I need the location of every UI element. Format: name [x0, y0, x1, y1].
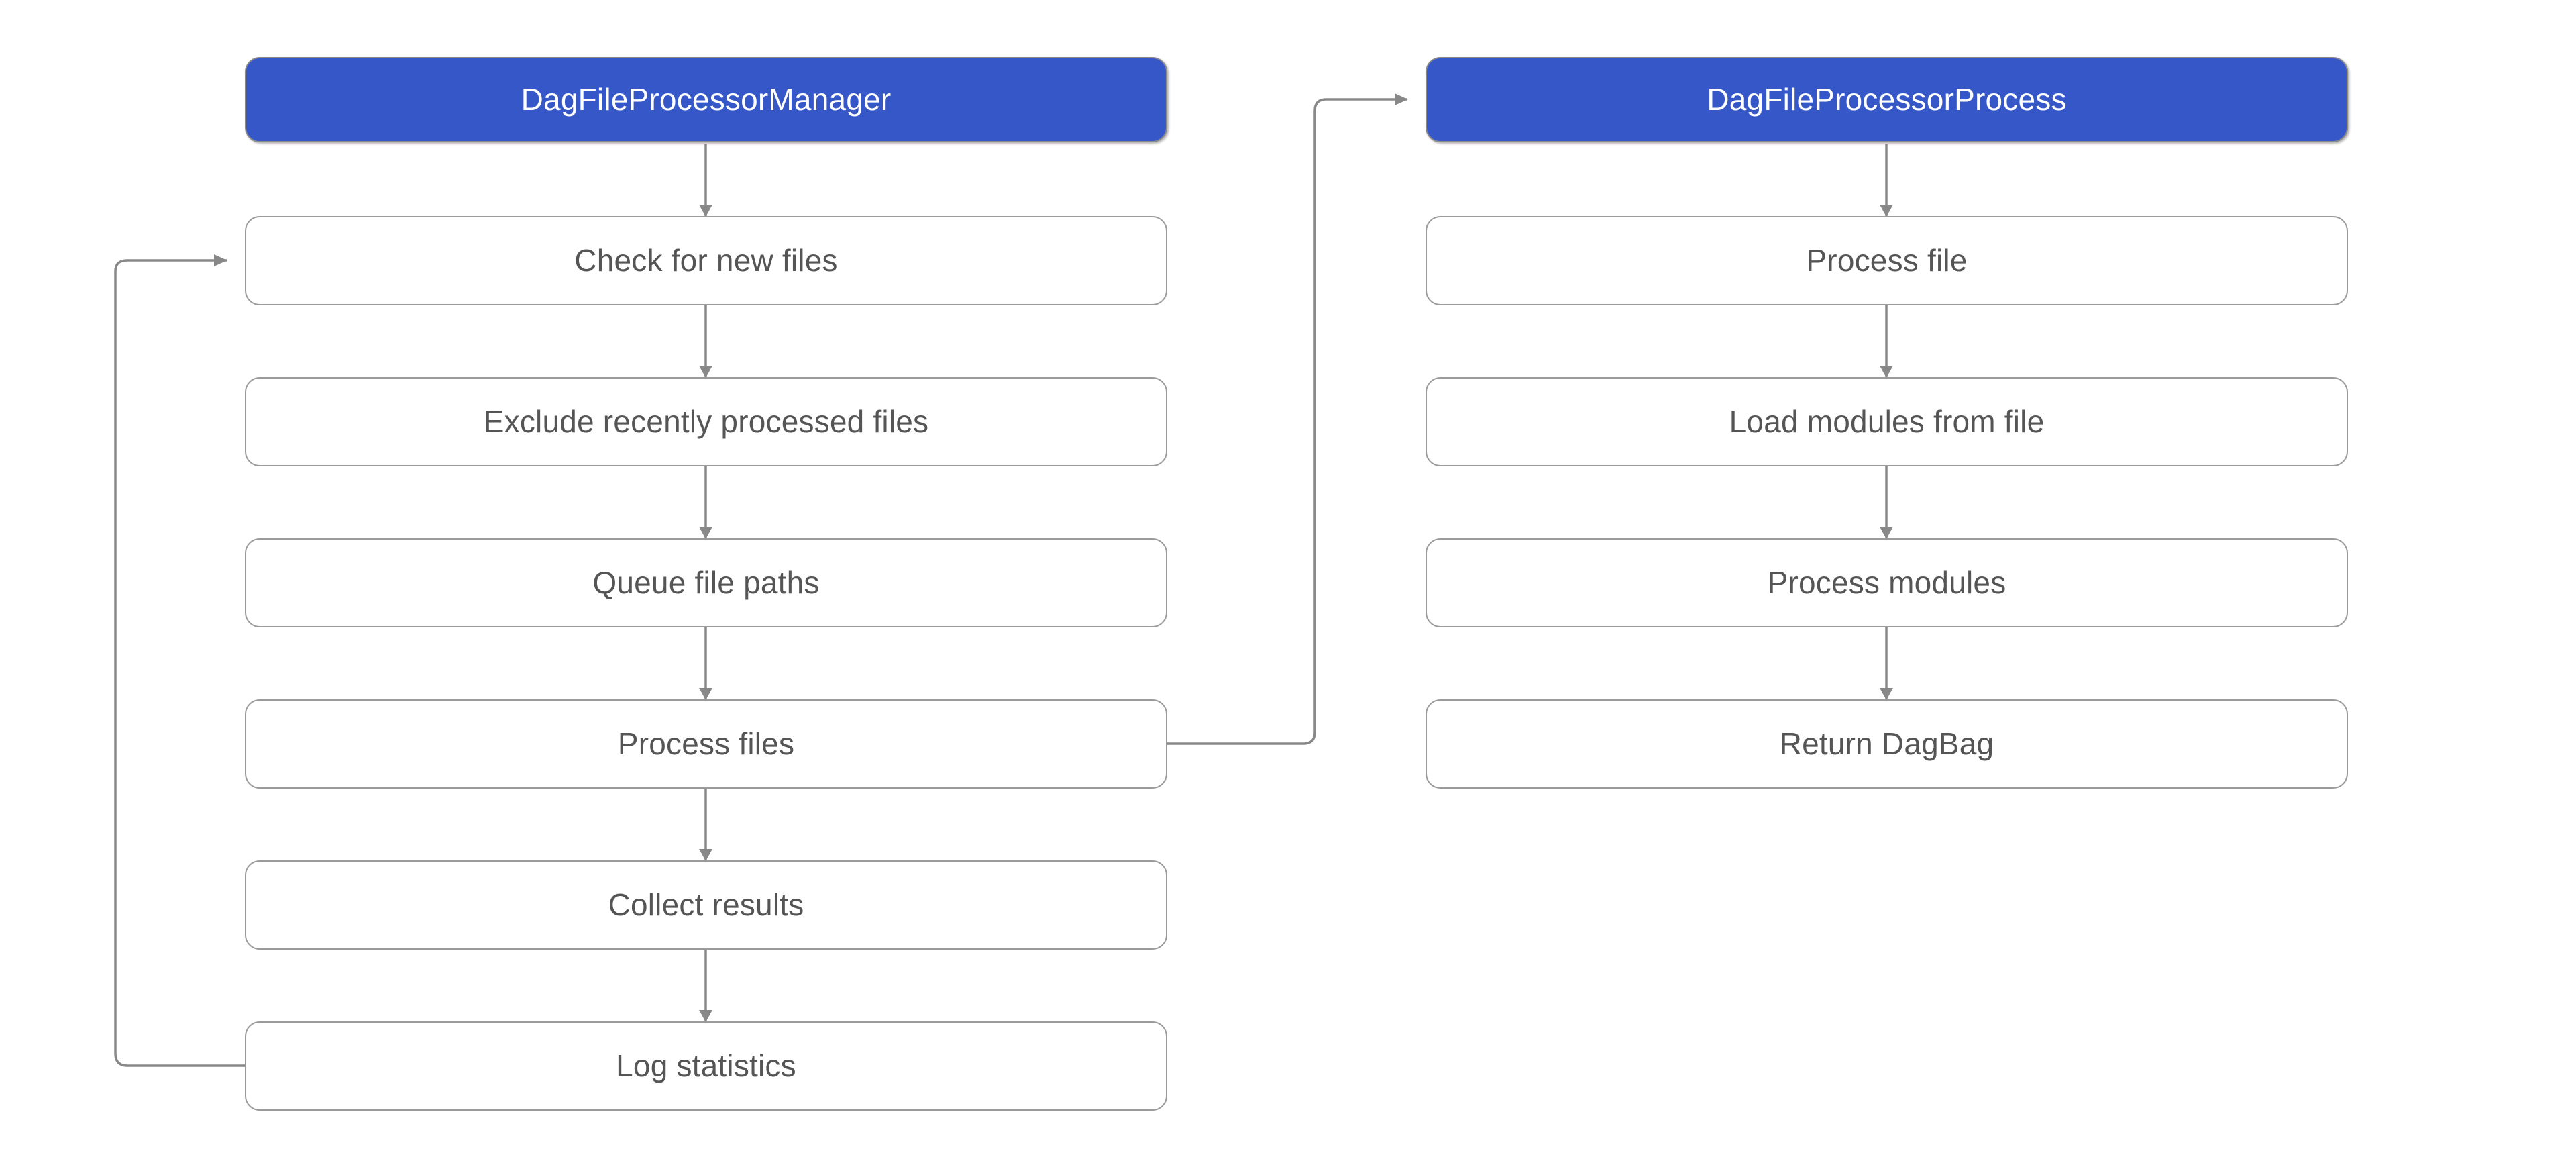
node-log-statistics[interactable]: Log statistics — [245, 1021, 1167, 1111]
node-label: Log statistics — [616, 1048, 796, 1083]
node-label: DagFileProcessorManager — [521, 81, 892, 117]
edge-process-files-to-process-header — [1167, 93, 1408, 745]
node-label: Collect results — [608, 887, 804, 922]
node-label: Load modules from file — [1729, 403, 2045, 439]
node-dag-file-processor-process[interactable]: DagFileProcessorProcess — [1426, 57, 2348, 142]
node-return-dagbag[interactable]: Return DagBag — [1426, 699, 2348, 789]
node-label: Process files — [617, 725, 795, 761]
node-label: DagFileProcessorProcess — [1707, 81, 2067, 117]
node-label: Check for new files — [574, 242, 838, 278]
node-process-modules[interactable]: Process modules — [1426, 538, 2348, 627]
edge-log-to-check-loop — [114, 254, 245, 1067]
node-collect-results[interactable]: Collect results — [245, 860, 1167, 950]
node-load-modules-from-file[interactable]: Load modules from file — [1426, 377, 2348, 466]
node-label: Process file — [1806, 242, 1968, 278]
node-process-file[interactable]: Process file — [1426, 216, 2348, 305]
node-dag-file-processor-manager[interactable]: DagFileProcessorManager — [245, 57, 1167, 142]
node-process-files[interactable]: Process files — [245, 699, 1167, 789]
node-label: Exclude recently processed files — [483, 403, 929, 439]
node-check-for-new-files[interactable]: Check for new files — [245, 216, 1167, 305]
node-label: Return DagBag — [1779, 725, 1994, 761]
node-label: Process modules — [1767, 564, 2006, 600]
node-exclude-recently-processed-files[interactable]: Exclude recently processed files — [245, 377, 1167, 466]
node-label: Queue file paths — [592, 564, 820, 600]
node-queue-file-paths[interactable]: Queue file paths — [245, 538, 1167, 627]
